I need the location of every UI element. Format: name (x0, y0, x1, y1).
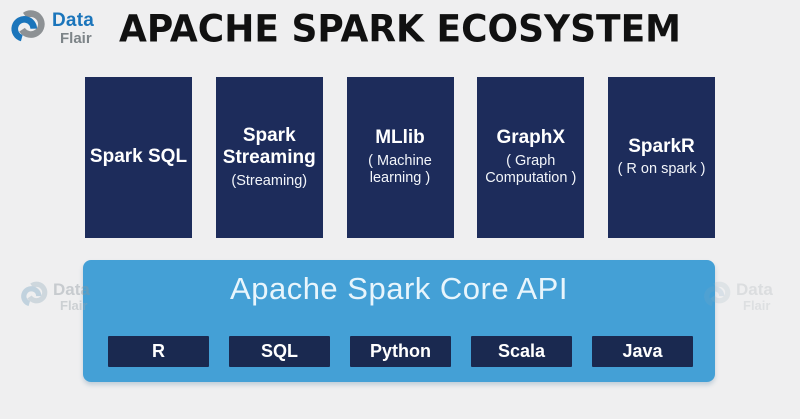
component-subtitle: ( R on spark ) (617, 161, 706, 178)
language-chip-python: Python (350, 336, 451, 367)
component-name: Spark Streaming (222, 124, 316, 169)
core-api-title: Apache Spark Core API (230, 271, 568, 306)
logo-word-data: Data (52, 10, 94, 31)
watermark-left: Data Flair (20, 278, 90, 315)
component-name: GraphX (496, 127, 566, 149)
watermark-word-flair: Flair (743, 298, 771, 313)
component-box-spark-streaming: Spark Streaming (Streaming) (215, 77, 323, 238)
dataflair-logo-text: Data Flair (52, 11, 94, 46)
dataflair-logo-icon (10, 6, 48, 51)
dataflair-logo: Data Flair (10, 6, 94, 51)
component-name: Spark SQL (89, 146, 188, 168)
component-name: SparkR (628, 135, 695, 157)
component-box-mllib: MLlib ( Machine learning ) (346, 77, 454, 238)
languages-row: R SQL Python Scala Java (108, 336, 693, 367)
component-subtitle: ( Machine learning ) (368, 152, 432, 187)
component-box-sparkr: SparkR ( R on spark ) (608, 77, 715, 238)
language-chip-r: R (108, 336, 209, 367)
component-name: MLlib (375, 127, 425, 149)
component-box-graphx: GraphX ( Graph Computation ) (477, 77, 585, 238)
language-chip-sql: SQL (229, 336, 330, 367)
core-api-bar: Apache Spark Core API R SQL Python Scala… (83, 260, 715, 382)
logo-word-flair: Flair (60, 30, 92, 47)
language-chip-scala: Scala (471, 336, 572, 367)
component-subtitle: ( Graph Computation ) (485, 152, 577, 187)
page-title: APACHE SPARK ECOSYSTEM (118, 7, 681, 51)
watermark-logo-icon (20, 278, 50, 315)
watermark-word-data: Data (736, 280, 773, 299)
component-subtitle: (Streaming) (231, 172, 308, 189)
language-chip-java: Java (592, 336, 693, 367)
components-row: Spark SQL Spark Streaming (Streaming) ML… (85, 77, 715, 238)
component-box-spark-sql: Spark SQL (85, 77, 192, 238)
watermark-text: Data Flair (736, 281, 773, 312)
